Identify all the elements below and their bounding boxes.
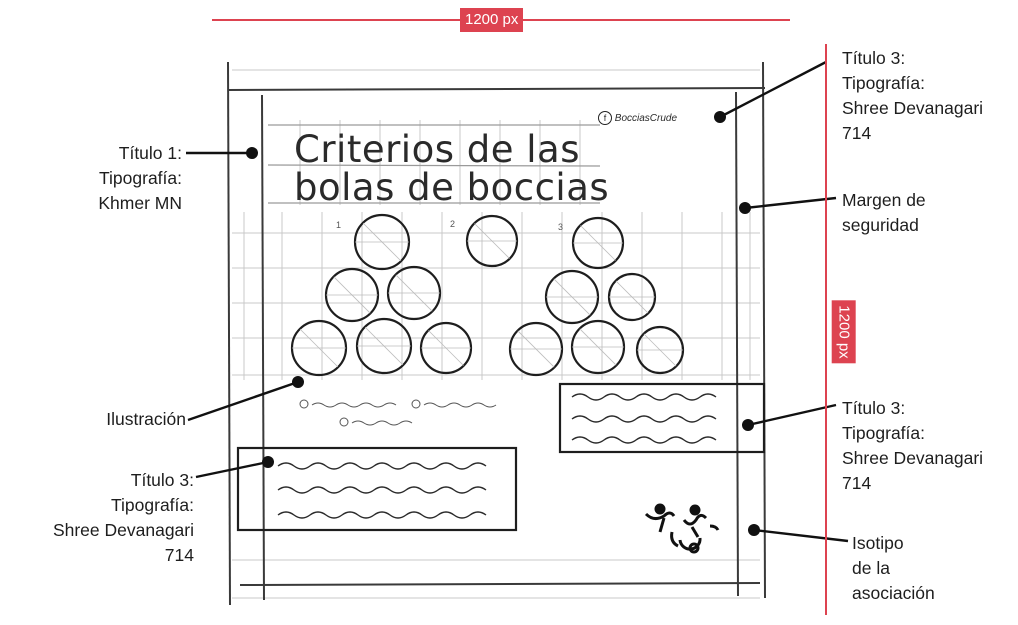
annotation-title1: Título 1: Tipografía: Khmer MN [98, 143, 182, 213]
ball-guide-line [510, 330, 562, 368]
illustration-caption-scribble [299, 399, 497, 427]
ball-guide-line [292, 328, 346, 368]
annotation-title3-left-box: Título 3: Tipografía: Shree Devanagari 7… [52, 470, 194, 565]
left-text-box [236, 446, 518, 532]
ball-guide-line [388, 274, 440, 312]
ball-guide-line [609, 280, 655, 314]
annotation-illustration: Ilustración [106, 409, 186, 429]
ball-guide-line [546, 278, 598, 316]
illustration-balls [290, 213, 685, 377]
annotation-isotype: Isotipo de la asociación [852, 533, 935, 603]
sketch-title-line1: Criterios de las [294, 128, 581, 171]
leader-dots [246, 111, 760, 536]
facebook-icon: f [598, 111, 612, 125]
ball-guide-line [572, 328, 624, 366]
isotype-logo [644, 503, 720, 554]
illustration-number-1: 1 [336, 220, 342, 230]
height-dimension-badge: 1200 px [831, 300, 856, 364]
sketch-title-line2: bolas de boccias [294, 166, 610, 209]
annotation-safety-margin: Margen de seguridad [842, 190, 926, 235]
title-guides [267, 124, 601, 204]
brand-facebook-text: f BocciasCrude [598, 111, 677, 125]
annotation-title3-right-box: Título 3: Tipografía: Shree Devanagari 7… [842, 398, 984, 493]
ball-guide-line [637, 333, 683, 367]
right-text-box [558, 382, 766, 454]
leader-lines [186, 60, 849, 543]
illustration-number-3: 3 [558, 222, 564, 232]
ball-guide-line [355, 222, 409, 262]
illustration-number-2: 2 [450, 219, 456, 229]
ball-guide-line [326, 276, 378, 314]
width-dimension-badge: 1200 px [460, 8, 524, 32]
annotation-title3-brand: Título 3: Tipografía: Shree Devanagari 7… [842, 48, 984, 143]
brand-name: BocciasCrude [614, 113, 678, 124]
ball-guide-line [357, 326, 411, 366]
ball-guide-line [573, 225, 623, 261]
ball-guide-line [421, 330, 471, 366]
ball-guide-line [467, 223, 517, 259]
